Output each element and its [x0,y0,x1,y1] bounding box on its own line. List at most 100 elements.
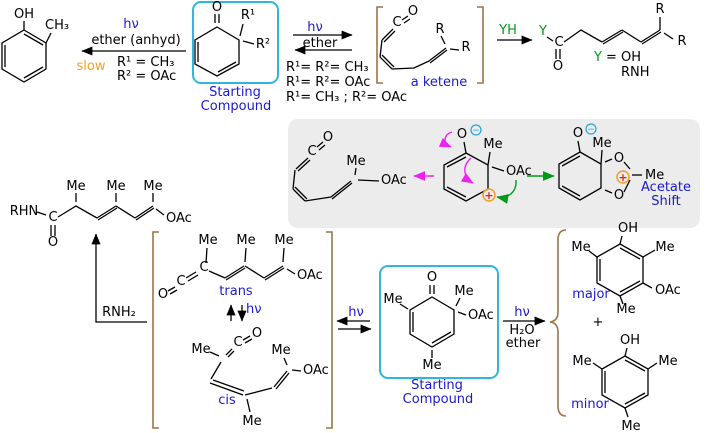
trans-ketene: Me Me Me O C C OAc trans [158,233,323,302]
hydrolysis-arrow: hν H₂O ether [503,305,546,351]
caption-a-ketene: a ketene [411,75,468,90]
me-label: Me [143,179,162,194]
rnh2-arrow: RNH₂ [91,233,147,323]
cis-bonds [209,335,302,413]
y-equals-oh-label: = OH [606,50,641,65]
ketene-bonds [292,141,380,202]
oac-label: OAc [303,363,329,378]
mechanism-dioxolane-cation: O − Me O O + Me Acetate Shift [558,123,691,209]
plus-sign: + [593,315,604,330]
o-label: O [323,130,333,145]
bicyclic-bonds [558,140,642,201]
c-label: C [392,15,401,30]
major-label: major [572,287,610,302]
highlight-box [379,265,499,379]
caption-acetate: Acetate [641,180,691,195]
condition-2: R¹= R²= OAc [286,75,370,90]
oac-label: OAc [506,164,532,179]
oh-label: OH [620,333,640,348]
r-label: R [461,40,470,55]
minor-product: OH Me Me Me minor [571,333,678,433]
hv-label: hν [246,302,262,317]
curved-electron-arrow [460,157,474,184]
yh-label: YH [498,23,517,38]
ketene-bonds [379,15,460,70]
hv-label: hν [348,305,364,320]
me-label: Me [422,358,441,373]
plus-charge-icon [616,170,630,184]
me-label: Me [658,354,677,369]
c-label: C [48,210,57,225]
c-label: C [176,274,185,289]
r2-condition-label: R² = OAc [117,69,176,84]
yh-addition-arrow: YH [497,23,533,45]
cis-label: cis [218,393,236,408]
caption-starting: Starting [411,378,463,393]
o-label: O [553,59,563,74]
amide-bonds [36,193,165,236]
right-bracket [326,231,333,429]
me-label: Me [198,233,217,248]
minor-label: minor [571,397,609,412]
curved-electron-arrow-green [496,179,517,204]
o-label: O [573,126,583,141]
right-bracket [477,6,484,84]
ring-bonds [443,141,505,202]
amide-product: RHN C O Me Me Me OAc [10,179,192,250]
ch3-label: CH₃ [45,18,69,33]
me-label: Me [621,419,640,433]
oac-label: OAc [468,308,494,323]
caption-compound: Compound [201,99,272,114]
me-label: Me [571,240,590,255]
o-label: O [614,188,624,203]
me-label: Me [383,292,402,307]
isomer-bracket: Me Me Me O C C OAc trans hν Me C O Me OA… [152,231,333,429]
oac-label: OAc [166,211,192,226]
r-label: R [655,2,664,17]
me-label: Me [592,136,611,151]
me-label: Me [346,154,365,169]
me-label: Me [274,233,293,248]
starting-compound-1: O R¹ R² Starting Compound [192,0,279,114]
ether-label: ether [506,336,541,351]
highlight-box [192,1,279,84]
r-label: R [435,22,444,37]
acetate-shift-panel [288,119,700,228]
c-label: C [307,144,316,159]
plus-charge-icon [482,188,496,202]
me-label: Me [236,233,255,248]
o-label: O [408,4,418,19]
me-label: Me [271,343,290,358]
solvent-label: ether (anhyd) [91,33,180,48]
left-bracket [152,231,159,429]
major-product: OH Me Me OAc Me major + [571,221,680,330]
equilibrium-arrows-1: hν ether R¹= R²= CH₃ R¹= R²= OAc R¹= CH₃… [286,20,407,105]
minus-charge-icon [470,124,482,136]
hv-label: hν [514,305,530,320]
dienoate-product: Y C O R R Y = OH RNH [538,2,687,80]
minus-sign: − [587,125,595,135]
hv-label: hν [123,17,139,32]
condition-3: R¹= CH₃ ; R²= OAc [286,90,407,105]
rnh-label: RNH [621,65,650,80]
me-label: Me [616,302,635,317]
o-label: O [212,0,222,15]
me-label: Me [572,354,591,369]
plus-sign: + [484,189,493,202]
h2o-label: H₂O [509,323,534,338]
me-label: Me [454,284,473,299]
me-label: Me [242,414,261,429]
minus-charge-icon [585,123,597,135]
cresol-bonds [1,21,52,83]
o-label: O [457,127,467,142]
phenol-product-cresol: OH CH₃ [1,7,69,83]
mechanism-ketene: O C Me OAc [292,130,407,202]
starting-compound-2: O Me OAc Me Me Starting Compound [379,265,499,407]
y-label: Y [593,50,602,65]
oh-label: OH [14,7,34,22]
caption-starting: Starting [209,85,261,100]
me-label: Me [191,342,210,357]
rnh2-label: RNH₂ [102,305,136,320]
